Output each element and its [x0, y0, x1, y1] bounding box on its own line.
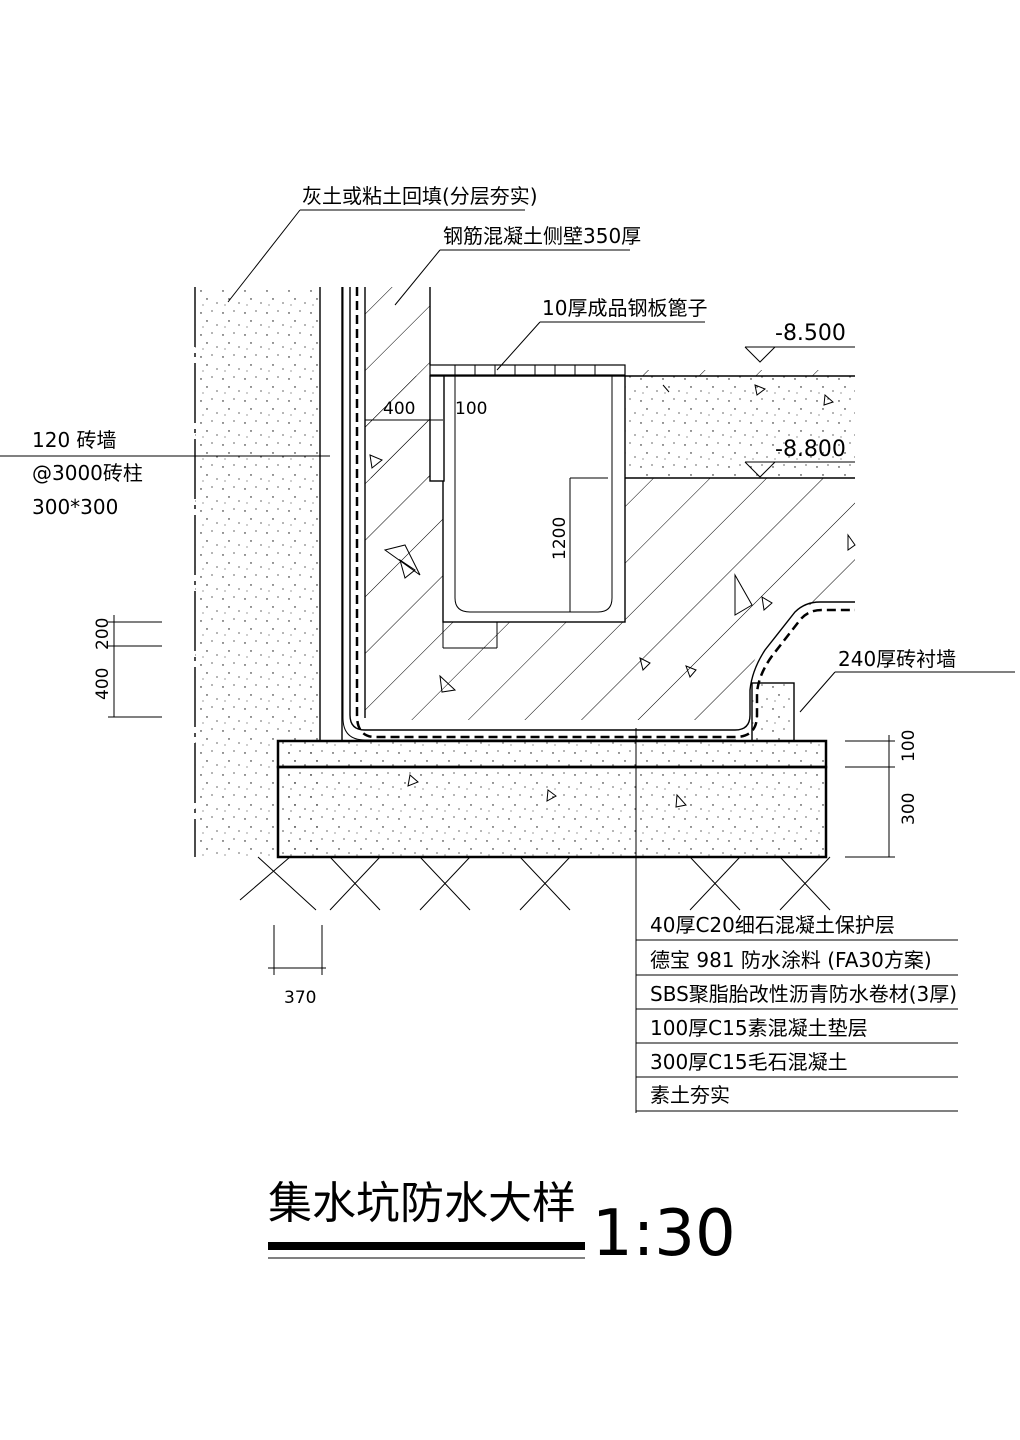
aggregate-marks: [369, 384, 856, 808]
dim-400-left: 400: [93, 668, 113, 700]
drawing-title: 集水坑防水大样: [268, 1178, 576, 1229]
layer-2: 德宝 981 防水涂料 (FA30方案): [650, 948, 932, 972]
elevation-top: -8.500: [775, 321, 846, 346]
dim-1200: 1200: [550, 517, 570, 560]
elevation-mid: -8.800: [775, 437, 846, 462]
layer-1: 40厚C20细石混凝土保护层: [650, 913, 895, 937]
layer-6: 素土夯实: [650, 1083, 730, 1107]
layer-5: 300厚C15毛石混凝土: [650, 1050, 848, 1074]
dim-200: 200: [93, 618, 113, 650]
leader-lines: [0, 209, 1015, 1113]
lining-wall-label: 240厚砖衬墙: [838, 647, 956, 671]
rc-wall-label: 钢筋混凝土侧壁350厚: [443, 224, 641, 248]
base-layers: [239, 739, 831, 911]
brick-wall: [319, 287, 343, 740]
dim-300-right: 300: [899, 793, 919, 825]
dim-400-top: 400: [383, 399, 415, 419]
layer-table: [636, 939, 958, 1112]
layer-4: 100厚C15素混凝土垫层: [650, 1016, 868, 1040]
dim-370: 370: [284, 988, 316, 1008]
elevation-marks: [744, 346, 855, 478]
brick-wall-label-2: @3000砖柱: [32, 461, 143, 485]
drawing-scale: 1:30: [592, 1197, 736, 1271]
dim-100-top: 100: [455, 399, 487, 419]
dimension-lines: [108, 419, 895, 975]
backfill-label: 灰土或粘土回填(分层夯实): [302, 184, 538, 208]
steel-grating: [429, 364, 626, 376]
layer-3: SBS聚脂胎改性沥青防水卷材(3厚): [650, 982, 957, 1006]
brick-lining-wall: [751, 682, 795, 742]
brick-wall-label-1: 120 砖墙: [32, 428, 117, 452]
title-underline: [268, 1242, 585, 1250]
rc-structure: [364, 287, 855, 720]
grating-label: 10厚成品钢板篦子: [542, 296, 707, 320]
brick-wall-label-3: 300*300: [32, 495, 118, 519]
dim-100-right: 100: [899, 730, 919, 762]
